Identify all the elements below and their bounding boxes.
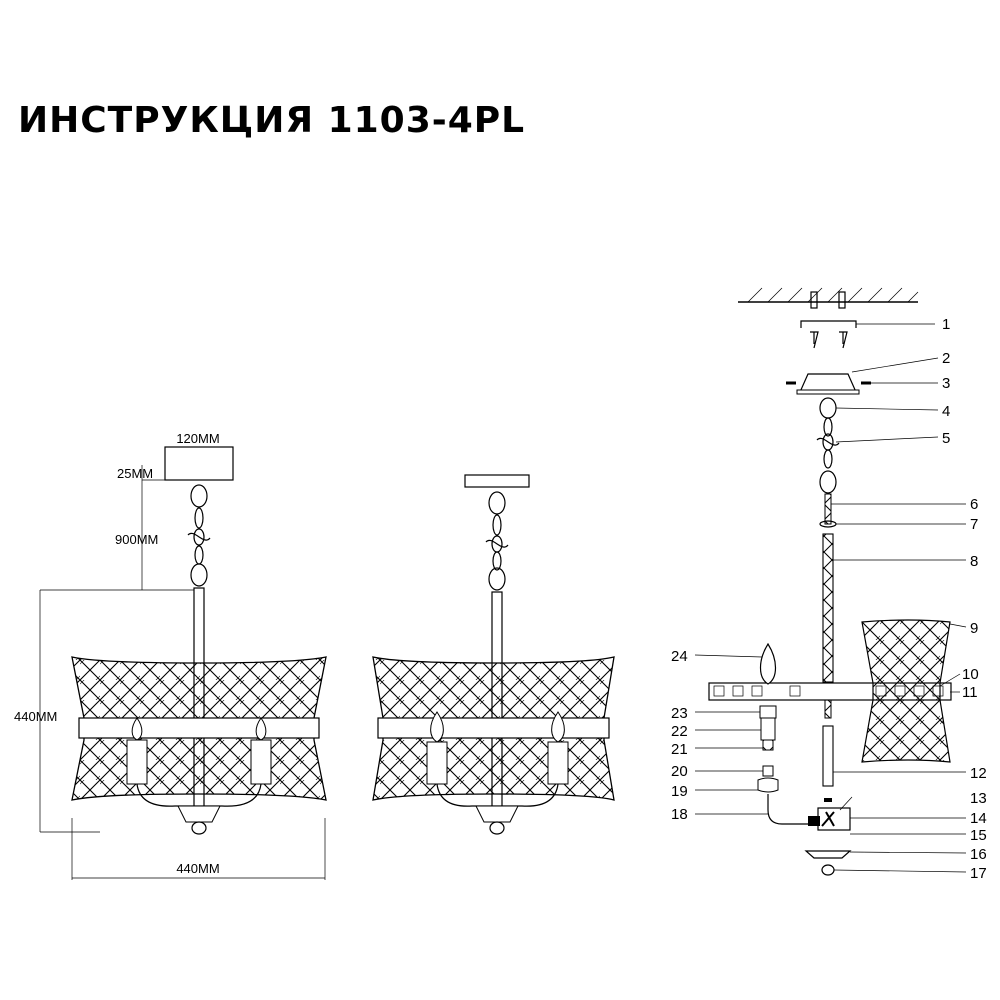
part-label-14: 14 <box>970 810 987 827</box>
exploded-view: 1 2 3 4 5 6 7 8 9 10 11 12 13 14 15 16 1… <box>671 287 987 882</box>
canopy <box>164 446 234 481</box>
shade-height-label: 440MM <box>14 709 57 724</box>
chain-length-label: 900MM <box>115 532 158 547</box>
part-label-3: 3 <box>942 375 950 392</box>
shade-width-label: 440MM <box>176 861 219 876</box>
candle-left <box>126 717 148 785</box>
part-label-21: 21 <box>671 741 688 758</box>
front-view <box>372 474 615 835</box>
part-label-15: 15 <box>970 827 987 844</box>
bulb <box>759 642 777 685</box>
part-label-2: 2 <box>942 350 950 367</box>
document-title: ИНСТРУКЦИЯ 1103-4PL <box>18 100 526 141</box>
part-label-9: 9 <box>970 620 978 637</box>
part-label-10: 10 <box>962 666 979 683</box>
part-label-8: 8 <box>970 553 978 570</box>
canopy-height-label: 25MM <box>117 466 153 481</box>
shade-segment <box>861 619 951 763</box>
part-label-1: 1 <box>942 316 950 333</box>
mounting-bracket <box>800 320 857 328</box>
part-label-4: 4 <box>942 403 950 420</box>
part-label-18: 18 <box>671 806 688 823</box>
part-label-23: 23 <box>671 705 688 722</box>
dimensioned-view: 120MM 25MM 900MM 440MM 440MM <box>14 431 327 880</box>
part-label-19: 19 <box>671 783 688 800</box>
part-label-6: 6 <box>970 496 978 513</box>
part-label-24: 24 <box>671 648 688 665</box>
part-label-7: 7 <box>970 516 978 533</box>
canopy <box>464 474 530 488</box>
part-label-11: 11 <box>962 684 978 701</box>
chain-link <box>190 484 208 508</box>
part-label-20: 20 <box>671 763 688 780</box>
part-label-17: 17 <box>970 865 987 882</box>
shade-ring <box>78 717 320 739</box>
part-label-5: 5 <box>942 430 950 447</box>
part-label-13: 13 <box>970 790 987 807</box>
canopy-width-label: 120MM <box>176 431 219 446</box>
part-label-12: 12 <box>970 765 987 782</box>
part-label-16: 16 <box>970 846 987 863</box>
part-label-22: 22 <box>671 723 688 740</box>
